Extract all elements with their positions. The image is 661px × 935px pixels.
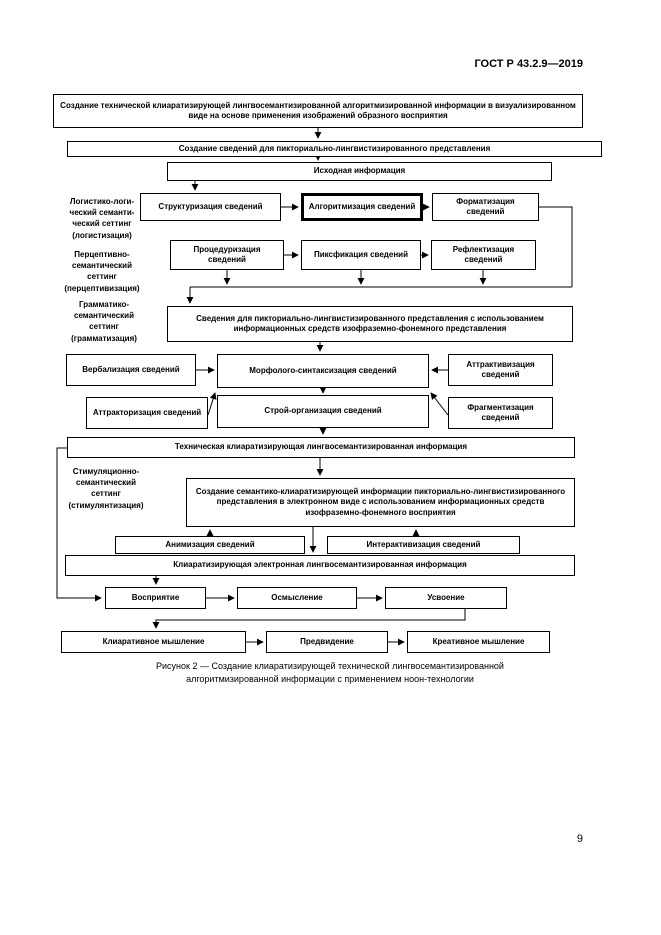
page-header: ГОСТ Р 43.2.9—2019: [474, 58, 583, 70]
figure-caption: Рисунок 2 — Создание клиаратизирующей те…: [156, 661, 504, 685]
box-assimilation: Усвоение: [385, 587, 507, 609]
box-reflectization: Рефлектизация сведений: [431, 240, 536, 270]
box-attractivization: Аттрактивизация сведений: [448, 354, 553, 386]
box-comprehension: Осмысление: [237, 587, 357, 609]
box-animization: Анимизация сведений: [115, 536, 305, 554]
box-attractorization: Аттракторизация сведений: [86, 397, 208, 429]
side-label-stimulation-setting: Стимуляционно- семантический сеттинг (ст…: [68, 467, 144, 510]
box-stroy-organization: Строй-организация сведений: [217, 395, 429, 428]
box-data-for-pictorial-representation: Сведения для пикториально-лингвистизиров…: [167, 306, 573, 342]
box-technical-clearatizing-info: Техническая клиаратизирующая лингвосеман…: [67, 437, 575, 458]
box-pixfixation: Пиксфикация сведений: [301, 240, 421, 270]
box-prevision: Предвидение: [266, 631, 388, 653]
box-formatization: Форматизация сведений: [432, 193, 539, 221]
box-algorithmization: Алгоритмизация сведений: [301, 193, 423, 221]
box-perception: Восприятие: [105, 587, 206, 609]
box-source-information: Исходная информация: [167, 162, 552, 181]
box-create-semantic-clearatizing-info: Создание семантико-клиаратизирующей инфо…: [186, 478, 575, 527]
box-procedurization: Процедуризация сведений: [170, 240, 284, 270]
box-create-pictorial-data: Создание сведений для пикториально-лингв…: [67, 141, 602, 157]
box-creative-thinking: Креативное мышление: [407, 631, 550, 653]
box-fragmentization: Фрагментизация сведений: [448, 397, 553, 429]
side-label-perceptive-setting: Перцептивно- семантический сеттинг (перц…: [64, 250, 140, 293]
side-label-grammatic-setting: Грамматико- семантический сеттинг (грамм…: [71, 300, 137, 343]
box-clearatizing-electronic-info: Клиаратизирующая электронная лингвосеман…: [65, 555, 575, 576]
box-interactivization: Интерактивизация сведений: [327, 536, 520, 554]
box-create-visualized-info: Создание технической клиаратизирующей ли…: [53, 94, 583, 128]
box-verbalization: Вербализация сведений: [66, 354, 196, 386]
page-number: 9: [576, 833, 583, 845]
box-structurization: Структуризация сведений: [140, 193, 281, 221]
box-clearative-thinking: Клиаративное мышление: [61, 631, 246, 653]
box-morpho-syntaxization: Морфолого-синтаксизация сведений: [217, 354, 429, 388]
side-label-logistic-setting: Логистико-логи- ческий семанти- ческий с…: [69, 197, 135, 240]
